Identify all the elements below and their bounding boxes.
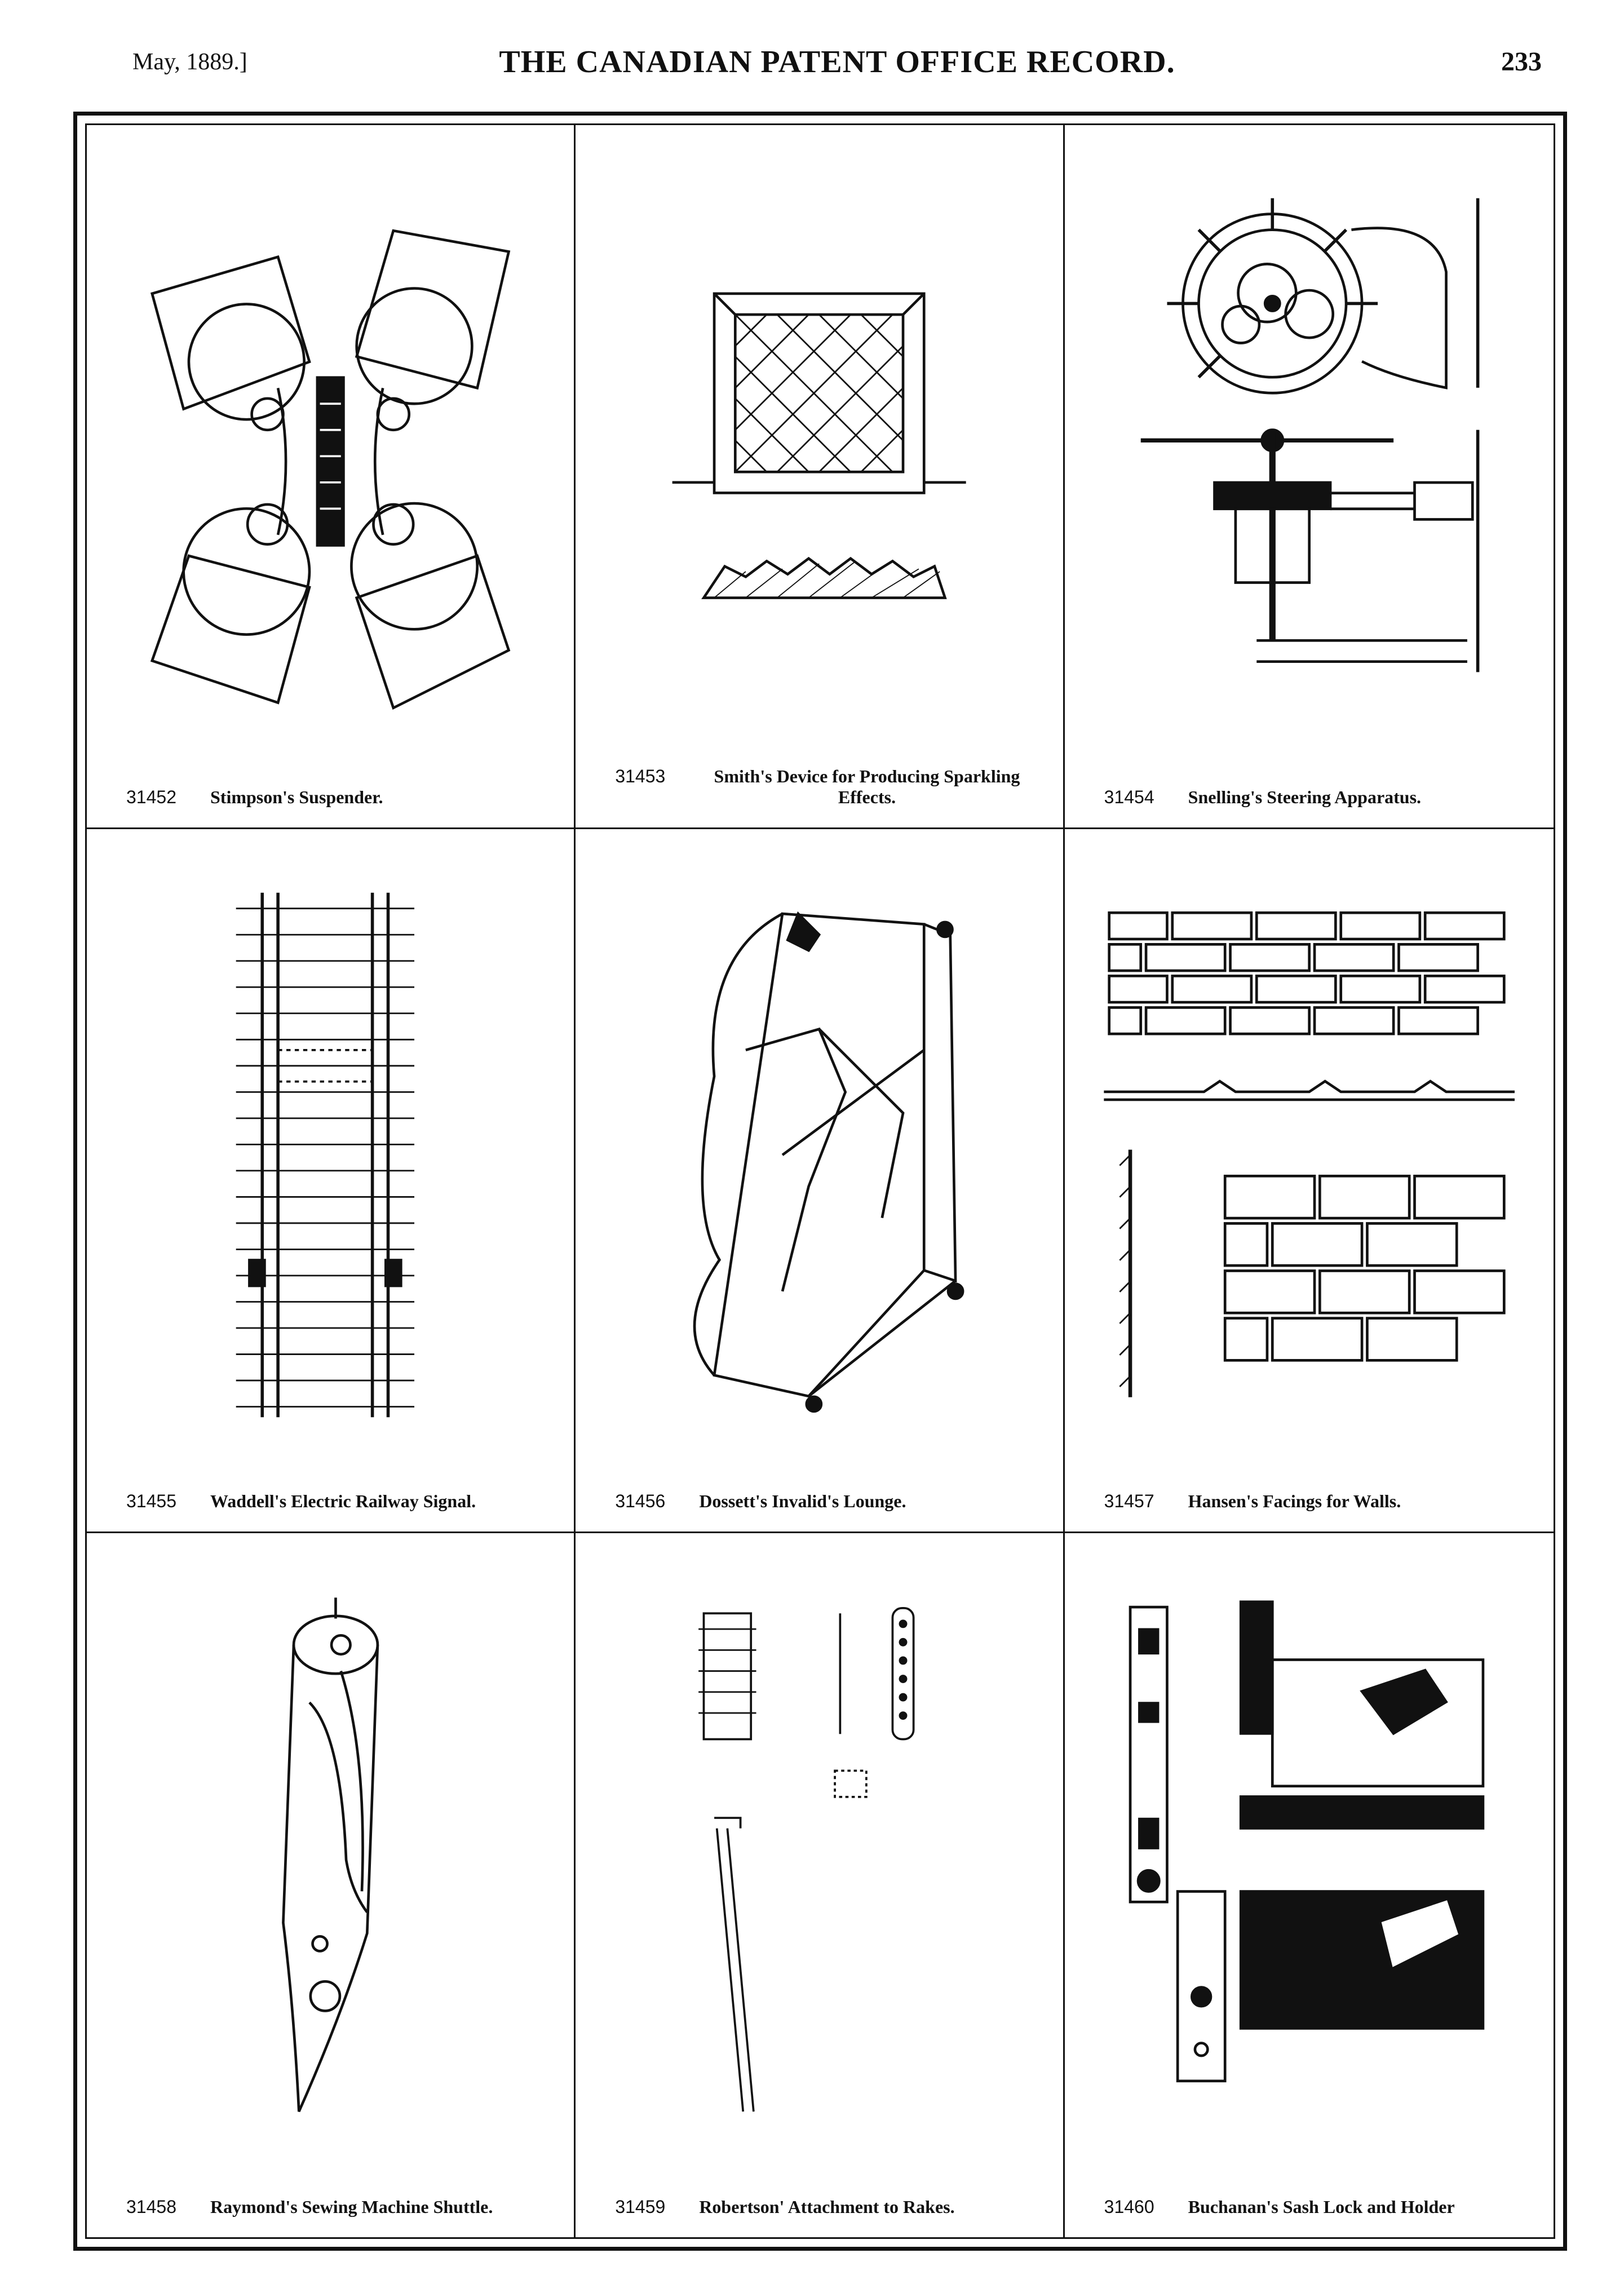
- patent-cell: 31459 Robertson' Attachment to Rakes.: [576, 1533, 1065, 2237]
- patent-drawing-sparkling-device: [609, 159, 1029, 743]
- patent-drawing-wall-facings: [1099, 863, 1520, 1447]
- patent-number: 31460: [1104, 2197, 1154, 2217]
- patent-drawing-invalid-lounge: [609, 863, 1029, 1447]
- patent-title: Smith's Device for Producing Sparkling E…: [714, 766, 1020, 807]
- patent-title: Waddell's Electric Railway Signal.: [210, 1491, 476, 1511]
- patent-number: 31459: [615, 2197, 666, 2217]
- patent-cell: 31457 Hansen's Facings for Walls.: [1064, 829, 1554, 1533]
- patent-number: 31454: [1104, 787, 1154, 807]
- page-number: 233: [1501, 47, 1542, 77]
- patent-drawing-railway-signal: [121, 863, 540, 1447]
- patent-cell: 31458 Raymond's Sewing Machine Shuttle.: [87, 1533, 576, 2237]
- patent-title: Stimpson's Suspender.: [210, 787, 383, 807]
- patent-title: Buchanan's Sash Lock and Holder: [1188, 2197, 1455, 2217]
- publication-title: THE CANADIAN PATENT OFFICE RECORD.: [499, 45, 1175, 79]
- patent-number: 31457: [1104, 1491, 1154, 1511]
- patent-number: 31458: [126, 2197, 176, 2217]
- patent-title: Hansen's Facings for Walls.: [1188, 1491, 1401, 1511]
- page-header: May, 1889.] THE CANADIAN PATENT OFFICE R…: [132, 44, 1542, 95]
- patent-number: 31456: [615, 1491, 666, 1511]
- plate-frame: 31452 Stimpson's Suspender.: [73, 112, 1567, 2251]
- patent-drawing-sewing-shuttle: [121, 1567, 540, 2153]
- patent-drawing-steering-apparatus: [1099, 159, 1520, 743]
- patent-cell: 31460 Buchanan's Sash Lock and Holder: [1065, 1533, 1554, 2237]
- patent-number: 31452: [126, 787, 176, 807]
- patent-drawing-sash-lock: [1099, 1567, 1520, 2153]
- issue-date: May, 1889.]: [132, 49, 247, 75]
- patent-cell: 31454 Snelling's Steering Apparatus.: [1064, 125, 1554, 829]
- patent-number: 31455: [126, 1491, 176, 1511]
- patent-cell: 31452 Stimpson's Suspender.: [87, 125, 576, 829]
- patent-number: 31453: [615, 766, 666, 786]
- patent-title: Dossett's Invalid's Lounge.: [699, 1491, 906, 1511]
- patent-title: Snelling's Steering Apparatus.: [1188, 787, 1422, 807]
- patent-grid: 31452 Stimpson's Suspender.: [87, 125, 1554, 2237]
- patent-cell: 31453 Smith's Device for Producing Spark…: [576, 125, 1065, 829]
- patent-drawing-suspender: [121, 159, 540, 743]
- patent-title: Robertson' Attachment to Rakes.: [699, 2197, 955, 2217]
- patent-cell: 31455 Waddell's Electric Railway Signal.: [87, 829, 576, 1533]
- patent-title: Raymond's Sewing Machine Shuttle.: [210, 2197, 493, 2217]
- patent-cell: 31456 Dossett's Invalid's Lounge.: [576, 829, 1065, 1533]
- patent-drawing-rake-attachment: [609, 1567, 1029, 2153]
